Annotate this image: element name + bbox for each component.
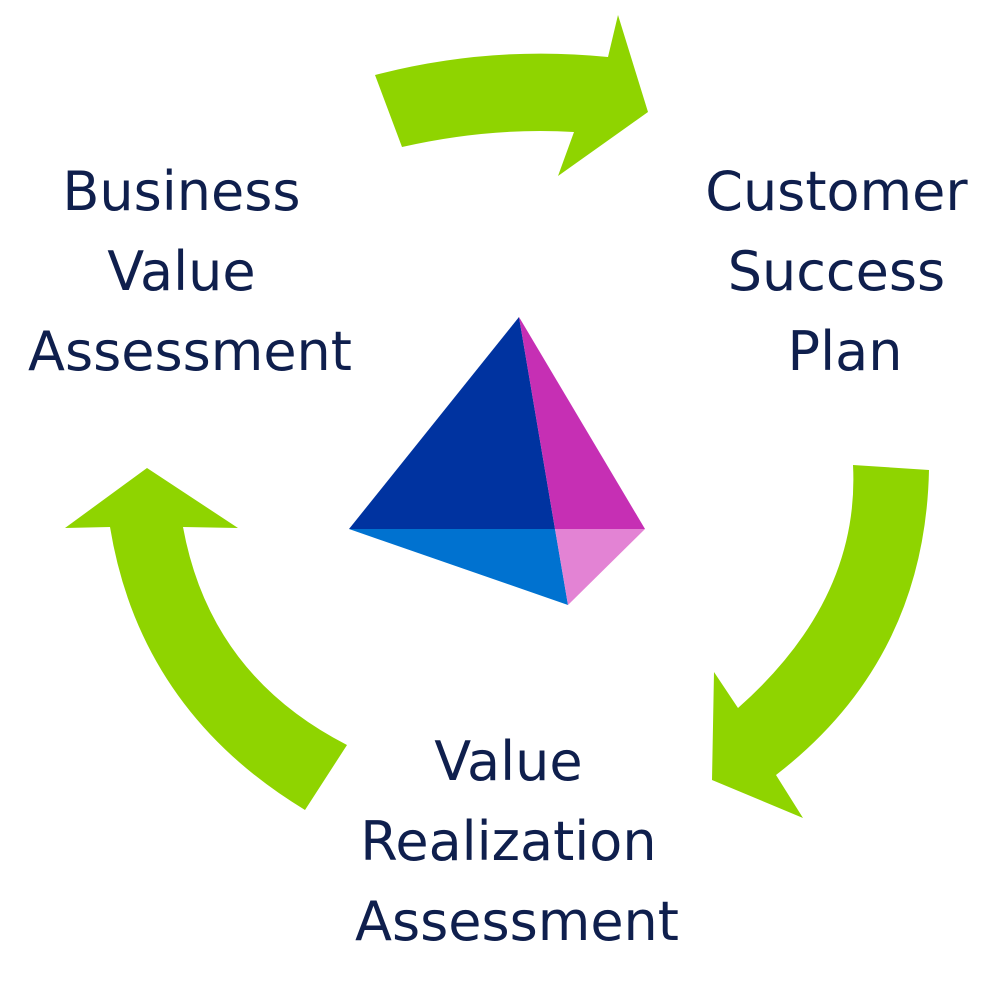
pyramid-right-face <box>519 317 645 529</box>
pyramid-bottom-left-face <box>349 529 568 605</box>
stage-label-customer-success-plan: Customer Success Plan <box>705 160 984 383</box>
pyramid-left-face <box>349 317 555 529</box>
cycle-arrows <box>65 15 929 818</box>
pyramid-bottom-right-face <box>555 529 645 605</box>
stage-label-business-value-assessment: Business Value Assessment <box>28 160 352 383</box>
arrow-to-business-value-assessment-icon <box>65 468 347 810</box>
arrow-to-value-realization-assessment-icon <box>712 465 929 818</box>
pyramid-logo-icon <box>349 317 645 605</box>
arrow-to-customer-success-plan-icon <box>375 15 648 176</box>
stage-label-value-realization-assessment: Value Realization Assessment <box>355 730 679 953</box>
